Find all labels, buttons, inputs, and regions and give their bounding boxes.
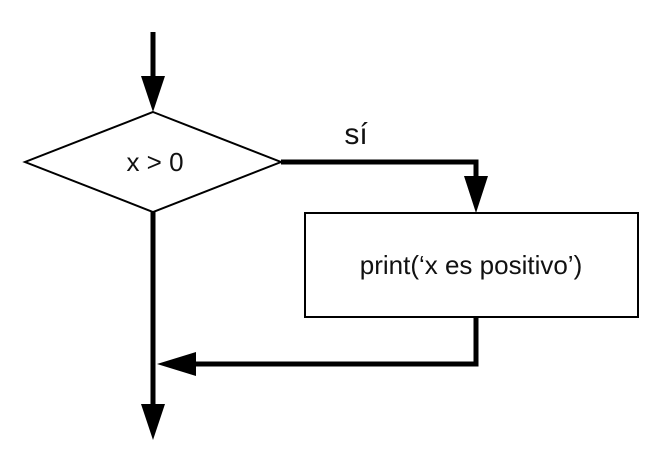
yes-edge-label: sí	[344, 118, 368, 151]
return-arrow	[157, 317, 479, 376]
decision-node: x > 0	[22, 110, 284, 214]
process-box	[304, 212, 639, 318]
decision-label: x > 0	[126, 147, 183, 177]
entry-arrow	[141, 32, 165, 112]
exit-arrow	[141, 212, 165, 440]
process-label: print(‘x es positivo’)	[360, 250, 583, 280]
yes-branch-arrow	[281, 159, 488, 213]
process-node: print(‘x es positivo’)	[304, 212, 639, 318]
